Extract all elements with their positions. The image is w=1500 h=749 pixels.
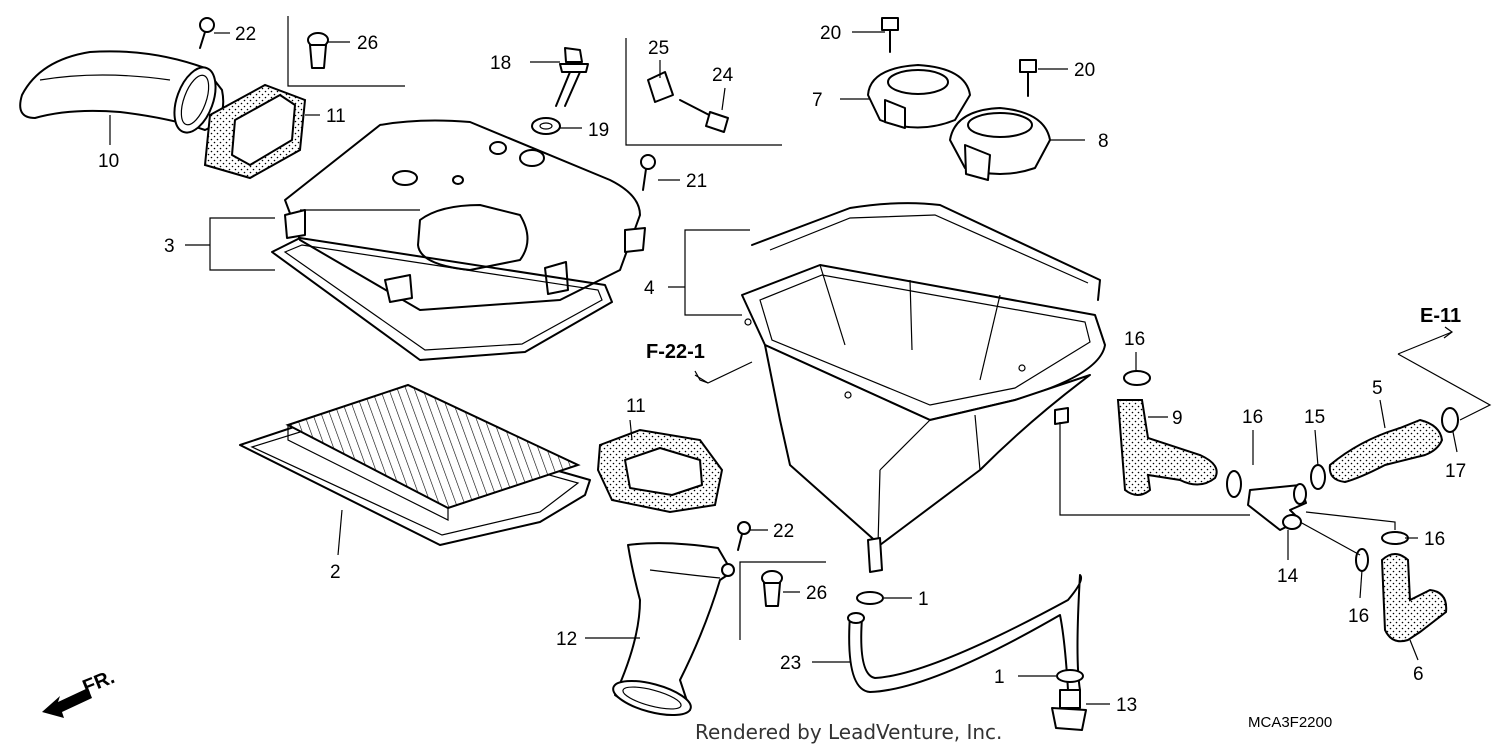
intake-seal-lower [596, 428, 724, 514]
clamp-16-b [1226, 470, 1242, 498]
bracket-26-lower [739, 561, 826, 640]
hose-5 [1328, 418, 1444, 484]
callout-3: 3 [164, 236, 175, 257]
callout-6: 6 [1413, 664, 1424, 685]
callout-26-upper: 26 [357, 33, 378, 54]
funnel-7 [867, 64, 971, 129]
callout-13: 13 [1116, 695, 1137, 716]
bracket-24-25 [625, 38, 782, 146]
callout-9: 9 [1172, 408, 1183, 429]
clip-26-lower [761, 570, 783, 607]
air-cleaner-cover [284, 119, 646, 311]
clamp-17 [1441, 407, 1459, 433]
clamp-16-hose9 [1123, 370, 1151, 386]
intake-duct-lower [612, 542, 735, 717]
leader-lines [109, 31, 1492, 705]
callout-21: 21 [686, 171, 707, 192]
front-direction-arrow: FR. [42, 666, 118, 718]
rendered-credit: Rendered by LeadVenture, Inc. [695, 720, 1002, 744]
air-filter-element [239, 383, 591, 546]
callout-25: 25 [648, 38, 669, 59]
clamp-1-upper [856, 591, 884, 605]
callout-7: 7 [812, 90, 823, 111]
joint-14 [1247, 483, 1307, 531]
screw-20-left [881, 17, 899, 53]
callout-11-lower: 11 [626, 396, 646, 417]
callout-26-lower: 26 [806, 583, 827, 604]
bracket-3 [209, 217, 275, 271]
callout-19: 19 [588, 120, 609, 141]
callout-11-upper: 11 [326, 106, 346, 127]
grommet-25 [647, 71, 674, 103]
callout-16-c: 16 [1424, 529, 1445, 550]
clamp-1-lower [1056, 669, 1084, 683]
callout-22-lower: 22 [773, 521, 794, 542]
bolt-18 [555, 47, 589, 107]
callout-8: 8 [1098, 131, 1109, 152]
screw-21 [640, 154, 656, 191]
callout-22-upper: 22 [235, 24, 256, 45]
callout-24: 24 [712, 65, 734, 86]
hose-6 [1380, 553, 1448, 643]
callout-2: 2 [330, 562, 341, 583]
callout-20-right: 20 [1074, 60, 1095, 81]
callout-17: 17 [1445, 461, 1466, 482]
intake-duct-upper [19, 50, 225, 134]
hose-9 [1116, 399, 1218, 496]
reference-e-11: E-11 [1420, 305, 1461, 327]
drain-tube-23 [847, 574, 1083, 693]
cover-gasket-inner [283, 244, 603, 351]
clamp-16-d [1355, 548, 1369, 572]
callout-1-upper: 1 [918, 589, 929, 610]
callout-15: 15 [1304, 407, 1325, 428]
callout-23: 23 [780, 653, 801, 674]
clamp-16-c [1381, 531, 1409, 545]
callout-1-lower: 1 [994, 667, 1005, 688]
screw-24 [679, 99, 729, 133]
callout-20-left: 20 [820, 23, 841, 44]
callout-14: 14 [1277, 566, 1299, 587]
screw-22-lower [737, 521, 751, 551]
callout-18: 18 [490, 53, 511, 74]
intake-seal-upper [203, 83, 307, 180]
cover-gasket [271, 237, 613, 361]
callout-labels: 22 26 10 11 3 18 19 21 25 24 20 7 20 8 4… [98, 23, 1466, 716]
reference-f-22-1: F-22-1 [646, 341, 705, 363]
callout-5: 5 [1372, 378, 1383, 399]
callout-16-b: 16 [1242, 407, 1263, 428]
screw-22-upper [199, 17, 215, 49]
screw-20-right [1019, 59, 1037, 97]
drain-plug-13 [1051, 689, 1087, 731]
callout-10: 10 [98, 151, 119, 172]
callout-12: 12 [556, 629, 577, 650]
grommet-19 [531, 117, 561, 135]
air-cleaner-housing [741, 202, 1106, 573]
clip-26-upper [287, 16, 405, 87]
funnel-8 [949, 107, 1051, 181]
callout-16-a: 16 [1124, 329, 1145, 350]
clamp-15 [1310, 464, 1326, 490]
bracket-4 [684, 229, 750, 316]
diagram-code: MCA3F2200 [1248, 714, 1332, 731]
front-direction-label: FR. [80, 666, 118, 698]
callout-4: 4 [644, 278, 655, 299]
callout-16-d: 16 [1348, 606, 1369, 627]
